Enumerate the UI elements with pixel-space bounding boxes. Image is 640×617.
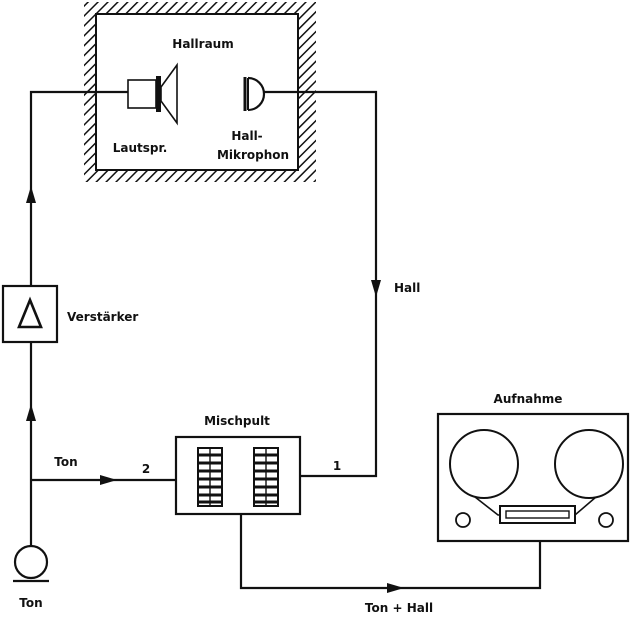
arrow-up-to-room: [26, 186, 36, 203]
label-mischpult: Mischpult: [204, 414, 270, 428]
label-hall: Hall: [394, 281, 420, 295]
tape-reel-right-icon: [554, 429, 624, 499]
label-aufnahme: Aufnahme: [494, 392, 563, 406]
reverb-microphone-icon: [243, 76, 266, 112]
tape-reel-left-icon: [449, 429, 519, 499]
label-ton-source: Ton: [19, 596, 42, 610]
label-lautsprecher: Lautspr.: [113, 141, 168, 155]
mixer-box: [174, 435, 302, 516]
mixer-fader-left-icon: [197, 447, 223, 507]
label-hall-mic-line2: Mikrophon: [217, 148, 289, 162]
arrow-down-hall: [371, 280, 381, 297]
label-hall-mic-line1: Hall-: [231, 129, 262, 143]
recorder-knob-right-icon: [598, 512, 614, 528]
flow-arrows: [26, 186, 404, 593]
tape-recorder: [436, 412, 630, 543]
sound-source-icon: [13, 544, 49, 583]
amplifier: [1, 284, 59, 344]
label-ton-plus-hall: Ton + Hall: [365, 601, 433, 615]
line-amplifier-to-loudspeaker: [29, 90, 128, 286]
label-ton-signal: Ton: [54, 455, 77, 469]
loudspeaker-icon: [127, 62, 178, 126]
label-hallraum: Hallraum: [172, 37, 233, 51]
mixer: [174, 435, 302, 516]
arrow-up-to-amplifier: [26, 404, 36, 421]
amplifier-box: [1, 284, 59, 344]
label-input-1: 1: [333, 459, 341, 473]
label-input-2: 2: [142, 462, 150, 476]
labels: Hallraum Lautspr. Hall- Mikrophon Verstä…: [19, 37, 562, 615]
mixer-fader-right-icon: [253, 447, 279, 507]
recorder-knob-left-icon: [455, 512, 471, 528]
arrow-right-ton: [100, 475, 117, 485]
label-verstaerker: Verstärker: [67, 310, 138, 324]
amplifier-triangle-icon: [17, 296, 43, 329]
arrow-right-ton-hall: [387, 583, 404, 593]
